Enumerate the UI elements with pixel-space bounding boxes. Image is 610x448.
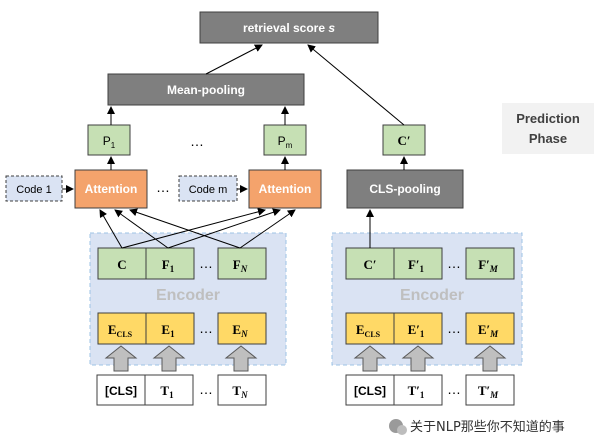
arrow-f1-att1 <box>114 209 169 249</box>
arrow-c-att1 <box>99 209 123 249</box>
block-arrow-right-3 <box>473 345 507 372</box>
code-1-label: Code 1 <box>16 184 51 196</box>
left-tok-cls-label: [CLS] <box>105 384 137 398</box>
block-arrow-left-2 <box>152 345 186 372</box>
left-out-fn-box <box>217 247 267 280</box>
cls-pooling-box <box>346 169 464 209</box>
right-out-f1-label: F′1 <box>408 257 425 274</box>
right-emb-ellipsis: … <box>447 320 461 336</box>
right-out-ellipsis: … <box>447 255 461 271</box>
left-emb-ecls-label: ECLS <box>108 322 133 339</box>
right-emb-ecls-box <box>345 312 395 345</box>
right-tok-t1-label: T′1 <box>408 383 425 400</box>
retrieval-score-label: retrieval score s <box>243 21 335 35</box>
left-out-fn-label: FN <box>233 257 248 274</box>
left-tok-t1-label: T1 <box>160 383 174 400</box>
arrow-mean-score <box>205 44 263 75</box>
block-arrow-left-1 <box>104 345 138 372</box>
left-emb-e1-box <box>145 312 195 345</box>
arrow-fn-attm <box>239 209 296 249</box>
left-out-ellipsis: … <box>199 255 213 271</box>
left-emb-ecls-box <box>97 312 147 345</box>
right-tok-t1-box <box>393 374 443 406</box>
left-tok-ellipsis: … <box>199 381 213 397</box>
right-emb-em-label: E′M <box>478 322 499 339</box>
block-arrow-right-2 <box>401 345 435 372</box>
left-out-f1-box <box>145 247 195 280</box>
prediction-phase-line2: Phase <box>529 131 567 146</box>
right-emb-e1-box <box>393 312 443 345</box>
prediction-phase-box <box>502 103 594 154</box>
left-emb-en-label: EN <box>232 322 248 339</box>
watermark: 关于NLP那些你不知道的事 <box>389 419 565 435</box>
left-tok-cls-box <box>96 374 146 406</box>
prediction-phase-line1: Prediction <box>516 111 580 126</box>
right-out-f1-box <box>393 247 443 280</box>
right-tok-cls-label: [CLS] <box>354 384 386 398</box>
left-tok-tn-box <box>217 374 267 406</box>
right-out-c-box <box>345 247 395 280</box>
right-tok-cls-box <box>345 374 395 406</box>
p-ellipsis: … <box>190 133 204 149</box>
attention-m-label: Attention <box>259 182 312 196</box>
retrieval-score-box <box>199 11 379 44</box>
code-m-label: Code m <box>189 184 228 196</box>
right-tok-tm-box <box>465 374 515 406</box>
watermark-text: 关于NLP那些你不知道的事 <box>410 419 565 435</box>
pm-box <box>263 124 307 156</box>
right-out-fm-label: F′M <box>478 257 499 274</box>
attention-1-box <box>74 169 148 209</box>
left-tok-tn-label: TN <box>232 383 248 400</box>
pm-label: Pm <box>278 134 293 150</box>
arrow-cprime-score <box>307 44 405 126</box>
p1-box <box>87 124 131 156</box>
arrow-c-attm <box>121 207 266 249</box>
right-out-c-label: C′ <box>363 257 376 272</box>
right-emb-ecls-label: ECLS <box>356 322 381 339</box>
p1-label: P1 <box>103 134 116 150</box>
left-encoder-label: Encoder <box>156 287 220 304</box>
left-tok-t1-box <box>144 374 194 406</box>
code-1-box <box>5 175 63 202</box>
right-tok-tm-label: T′M <box>478 383 499 400</box>
block-arrow-left-3 <box>224 345 258 372</box>
right-tok-ellipsis: … <box>447 381 461 397</box>
attention-1-label: Attention <box>85 182 138 196</box>
arrow-f1-attm <box>167 208 281 249</box>
left-out-c-label: C <box>117 257 126 272</box>
left-out-c-box <box>97 247 147 280</box>
input-arrows <box>104 345 507 372</box>
connection-arrows <box>62 44 408 249</box>
cls-pooling-label: CLS-pooling <box>369 182 440 196</box>
attention-ellipsis: … <box>156 179 170 195</box>
c-prime-box <box>382 124 426 156</box>
right-emb-em-box <box>465 312 515 345</box>
left-out-f1-label: F1 <box>162 257 175 274</box>
arrow-fn-att1 <box>129 208 241 249</box>
mean-pooling-label: Mean-pooling <box>167 83 245 97</box>
left-emb-en-box <box>217 312 267 345</box>
left-emb-ellipsis: … <box>199 320 213 336</box>
c-prime-label: C′ <box>397 133 410 148</box>
right-encoder-label: Encoder <box>400 287 464 304</box>
block-arrow-right-1 <box>353 345 387 372</box>
right-emb-e1-label: E′1 <box>408 322 425 339</box>
right-out-fm-box <box>465 247 515 280</box>
left-emb-e1-label: E1 <box>161 322 175 339</box>
